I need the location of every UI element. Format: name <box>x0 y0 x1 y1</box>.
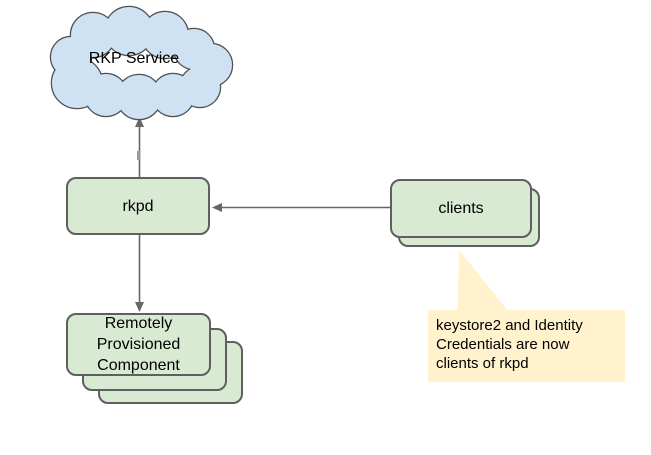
rpc-box: Remotely Provisioned Component <box>66 313 211 376</box>
callout-tail <box>457 250 508 311</box>
cloud-label: RKP Service <box>88 50 180 67</box>
rpc-label-line: Remotely <box>104 315 173 332</box>
clients-box: clients <box>390 179 532 238</box>
connector-handle <box>137 151 141 160</box>
callout-bubble: keystore2 and Identity Credentials are n… <box>428 310 625 382</box>
callout-text-line: keystore2 and Identity <box>436 317 583 334</box>
arrow-clients-to-rkpd <box>212 203 390 212</box>
callout-text-line: clients of rkpd <box>436 355 529 372</box>
arrow-rkpd-to-rpc <box>135 235 144 312</box>
arrow-rkpd-to-cloud <box>135 117 144 177</box>
rpc-label-line: Provisioned <box>96 336 181 353</box>
callout-text-line: Credentials are now <box>436 336 570 353</box>
clients-label: clients <box>438 200 484 217</box>
rkpd-label: rkpd <box>122 197 154 215</box>
cloud-shape <box>49 5 234 121</box>
rpc-label-line: Component <box>97 357 180 374</box>
rkpd-box: rkpd <box>66 177 210 235</box>
